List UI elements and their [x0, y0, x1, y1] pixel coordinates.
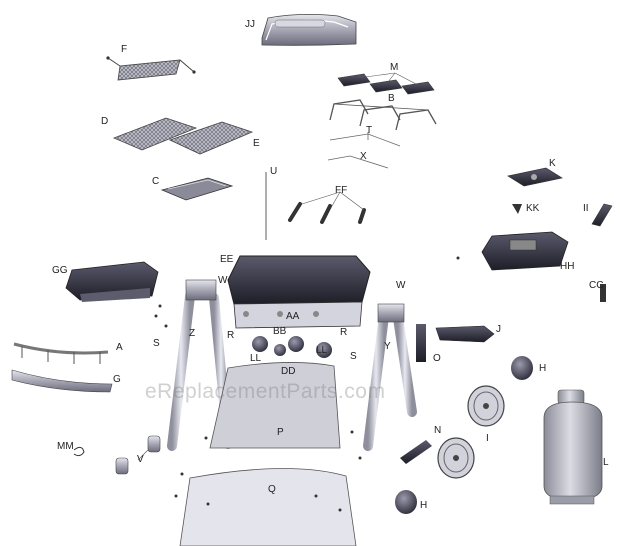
burner-frames — [329, 99, 437, 131]
back-panel — [209, 362, 341, 449]
label-knob-right: LL — [316, 345, 328, 356]
label-bottom-shelf: Q — [268, 484, 276, 495]
gas-valve — [600, 284, 606, 302]
heat-shield — [160, 177, 234, 201]
label-side-burner-grate: K — [549, 158, 556, 169]
label-r-left: R — [227, 330, 235, 341]
igniter-set — [288, 191, 366, 224]
screws — [154, 256, 460, 512]
label-s-left: S — [153, 338, 160, 349]
label-regulator-handle: II — [583, 203, 589, 214]
label-casters: V — [137, 454, 144, 465]
label-bb: BB — [273, 326, 287, 337]
side-burner-grate — [507, 167, 563, 187]
burner-rods — [327, 132, 401, 169]
warming-rack — [106, 56, 196, 81]
label-w-right: W — [396, 280, 406, 291]
label-firebox: EE — [220, 254, 234, 265]
label-w-left: W — [218, 275, 228, 286]
label-propane-tank: L — [603, 457, 609, 468]
wheels — [437, 385, 505, 479]
label-left-leg: Z — [189, 328, 196, 339]
label-right-leg: Y — [384, 341, 391, 352]
label-r-right: R — [340, 327, 348, 338]
label-igniters: FF — [335, 185, 348, 196]
label-grate-right: E — [253, 138, 260, 149]
bottom-shelf — [179, 468, 357, 546]
handle-bar — [13, 342, 109, 364]
cap-lower — [395, 490, 417, 514]
side-burner — [481, 231, 569, 271]
label-rod-t: T — [366, 125, 373, 136]
control-knobs — [252, 336, 332, 358]
watermark-text: eReplacementParts.com — [145, 380, 386, 403]
label-cap-lower: H — [420, 500, 428, 511]
label-warming-rack: F — [121, 44, 128, 55]
label-side-burner: HH — [560, 261, 575, 272]
label-probe-rod: U — [270, 166, 278, 177]
regulator-handle — [591, 203, 613, 227]
label-grate-left: D — [101, 116, 109, 127]
label-heat-plates: M — [390, 62, 399, 73]
label-control-panel: AA — [286, 311, 300, 322]
label-gas-valve: CC — [589, 280, 604, 291]
label-wire: DD — [281, 366, 296, 377]
label-heat-shield: C — [152, 176, 160, 187]
lid — [261, 14, 357, 46]
cooking-grates — [112, 117, 254, 155]
label-bottom-bracket: N — [434, 425, 442, 436]
front-trim — [11, 369, 113, 393]
propane-tank — [543, 389, 603, 505]
right-leg-frame — [363, 303, 417, 451]
bottom-bracket — [400, 440, 432, 464]
side-panel — [416, 324, 426, 362]
casters — [115, 435, 161, 475]
heat-plates — [337, 72, 435, 95]
label-back-panel: P — [277, 427, 284, 438]
label-hook: MM — [57, 441, 74, 452]
label-cap-upper: H — [539, 363, 547, 374]
hook-mm — [73, 446, 85, 457]
label-right-bracket: J — [496, 324, 501, 335]
label-s-right: S — [350, 351, 357, 362]
left-side-shelf — [65, 261, 159, 302]
label-wheels: I — [486, 433, 489, 444]
label-handle: A — [116, 342, 123, 353]
label-lid: JJ — [245, 19, 255, 30]
label-burner-frames: B — [388, 93, 395, 104]
label-left-shelf: GG — [52, 265, 68, 276]
label-bracket-kk: KK — [526, 203, 540, 214]
bracket-kk — [512, 204, 522, 214]
firebox — [227, 255, 371, 329]
label-front-trim: G — [113, 374, 121, 385]
label-side-panel: O — [433, 353, 441, 364]
right-bracket — [435, 325, 495, 343]
cap-upper — [511, 356, 533, 380]
label-rod-x: X — [360, 151, 367, 162]
label-knob-left: LL — [250, 353, 262, 364]
